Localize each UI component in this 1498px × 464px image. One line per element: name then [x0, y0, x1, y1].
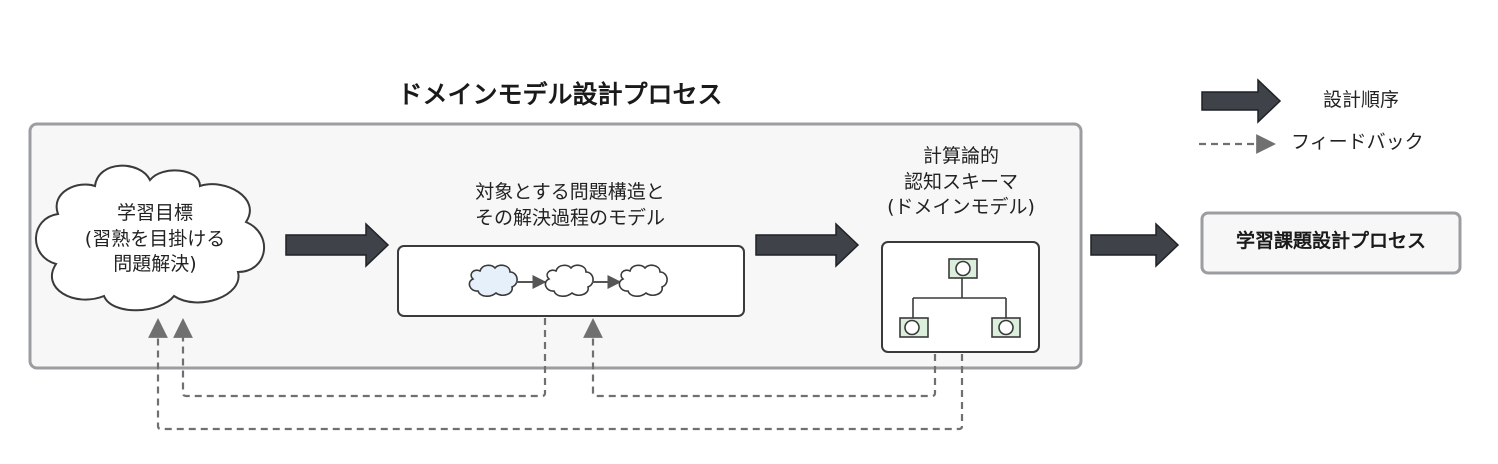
- learning-goal-line-3: 問題解決): [113, 253, 197, 276]
- design-arrow-3: [1090, 222, 1180, 268]
- learning-goal-label: 学習目標 (習熟を目掛ける 問題解決): [60, 201, 250, 278]
- design-arrow-1: [285, 222, 390, 268]
- mini-cloud-1: [468, 264, 518, 297]
- output-box: [1200, 211, 1462, 275]
- schema-node-right: [991, 317, 1021, 338]
- schema-node-left: [899, 317, 929, 338]
- model-box-line-2: その解決過程のモデル: [474, 206, 665, 229]
- schema-node-top: [948, 258, 978, 279]
- model-box-label: 対象とする問題構造と その解決過程のモデル: [420, 180, 720, 231]
- feedback-schema-to-goal: [148, 318, 964, 431]
- output-box-label: 学習課題設計プロセス: [1235, 230, 1426, 252]
- feedback-schema-to-model: [583, 318, 937, 398]
- learning-goal-line-1: 学習目標: [116, 202, 193, 224]
- learning-goal-line-2: (習熟を目掛ける: [84, 227, 226, 250]
- legend-solid-arrow: [1201, 78, 1282, 124]
- model-box-line-1: 対象とする問題構造と: [475, 181, 665, 203]
- diagram-title: ドメインモデル設計プロセス: [397, 80, 723, 109]
- learning-goal-cloud: [35, 164, 265, 312]
- design-arrow-2: [755, 222, 860, 268]
- legend-dashed-label: フィードバック: [1291, 131, 1424, 153]
- schema-line-1: 計算論的: [922, 145, 999, 167]
- mini-cloud-2: [544, 264, 594, 297]
- feedback-model-to-goal: [173, 318, 547, 398]
- schema-tree: [912, 278, 1007, 318]
- schema-line-2: 認知スキーマ: [903, 170, 1018, 193]
- schema-line-3: (ドメインモデル): [887, 196, 1035, 219]
- schema-label: 計算論的 認知スキーマ (ドメインモデル): [866, 144, 1056, 221]
- mini-cloud-3: [618, 264, 668, 297]
- legend-solid-label: 設計順序: [1323, 89, 1400, 111]
